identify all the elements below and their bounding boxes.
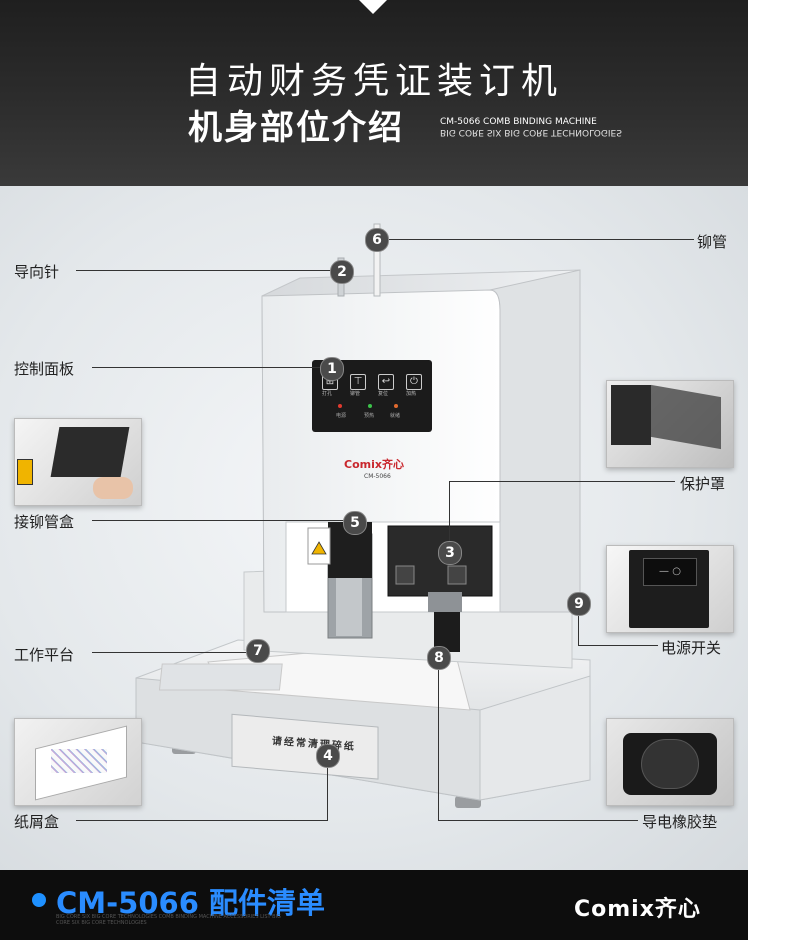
callout-3-label: 保护罩 xyxy=(680,475,726,493)
indicator-orange-light xyxy=(394,404,398,408)
footer-fine-print: BIG CORE SIX BIG CORE TECHNOLOGIES COMB … xyxy=(56,914,281,926)
leader-line-9-horizontal xyxy=(578,645,658,646)
footer-bullet-icon xyxy=(32,893,46,907)
indicator-power-label: 电源 xyxy=(336,413,347,419)
right-margin-strip xyxy=(748,0,790,940)
callout-5-badge: 5 xyxy=(343,511,367,535)
callout-3-badge: 3 xyxy=(438,541,462,565)
indicator-green-light xyxy=(368,404,372,408)
inset-rivet-box-hand xyxy=(93,477,133,499)
indicator-red-light xyxy=(338,404,342,408)
footer-brand-logo: Comix齐心 xyxy=(574,897,701,922)
callout-9-badge: 9 xyxy=(567,592,591,616)
inset-rivet-box-warning xyxy=(17,459,33,485)
leader-line-3-horizontal xyxy=(449,481,675,482)
leader-line-6 xyxy=(376,239,694,240)
leader-line-3-vertical xyxy=(449,481,450,541)
machine-brand-logo: Comix齐心 xyxy=(344,458,404,471)
callout-2-badge: 2 xyxy=(330,260,354,284)
inset-pad-disc xyxy=(641,739,699,789)
heat-icon: ⏻ xyxy=(410,376,418,387)
leader-line-7 xyxy=(92,652,250,653)
leader-line-4-horizontal xyxy=(76,820,328,821)
inset-cover-transparent xyxy=(651,384,721,450)
punch-icon: ⊞ xyxy=(325,376,335,387)
english-subtitle: CM-5066 COMB BINDING MACHINE BIG CORE SI… xyxy=(440,117,622,138)
inset-power-switch: — ○ xyxy=(606,545,734,633)
leader-line-2 xyxy=(76,270,334,271)
rivet-icon: ⊤ xyxy=(353,376,363,387)
inset-waste-confetti xyxy=(51,749,107,773)
control-panel-glass xyxy=(312,360,432,432)
inset-rubber-pad xyxy=(606,718,734,806)
inset-rivet-box-tray xyxy=(50,427,130,477)
header-notch xyxy=(359,0,387,14)
page: 自动财务凭证装订机 机身部位介绍 CM-5066 COMB BINDING MA… xyxy=(0,0,748,940)
page-subtitle: 机身部位介绍 xyxy=(188,108,404,148)
power-switch-icon: — ○ xyxy=(659,566,681,577)
inset-protection-cover xyxy=(606,380,734,468)
callout-1-label: 控制面板 xyxy=(14,360,75,378)
callout-6-badge: 6 xyxy=(365,228,389,252)
reset-button[interactable]: ↩ xyxy=(378,374,394,390)
leader-line-4-vertical xyxy=(327,766,328,820)
machine-model-label: CM-5066 xyxy=(364,473,391,480)
callout-8-label: 导电橡胶垫 xyxy=(642,813,718,831)
rivet-button[interactable]: ⊤ xyxy=(350,374,366,390)
inset-cover-dark xyxy=(611,385,651,445)
callout-4-label: 纸屑盒 xyxy=(14,813,60,831)
rivet-button-label: 铆管 xyxy=(350,391,361,397)
english-subtitle-line: CM-5066 COMB BINDING MACHINE xyxy=(440,117,597,127)
leader-line-5 xyxy=(92,520,348,521)
heat-button[interactable]: ⏻ xyxy=(406,374,422,390)
panel-indicators: 电源 预热 就绪 xyxy=(336,402,426,426)
footer-title: CM-5066 配件清单 xyxy=(56,886,325,920)
punch-button-label: 打孔 xyxy=(322,391,333,397)
callout-6-label: 铆管 xyxy=(697,233,728,251)
panel-button-row: ⊞ 打孔 ⊤ 铆管 ↩ 复位 ⏻ 加热 xyxy=(318,372,428,408)
inset-rivet-box xyxy=(14,418,142,506)
page-title: 自动财务凭证装订机 xyxy=(184,61,563,102)
leader-line-1 xyxy=(92,367,324,368)
header-banner xyxy=(0,0,748,186)
leader-line-8-vertical xyxy=(438,668,439,820)
binding-machine-illustration xyxy=(135,223,591,808)
reset-button-label: 复位 xyxy=(378,391,389,397)
footer-bar xyxy=(0,870,748,940)
indicator-preheat-label: 预热 xyxy=(364,413,375,419)
callout-2-label: 导向针 xyxy=(14,263,60,281)
rivet-tube xyxy=(373,223,381,297)
inset-waste-box xyxy=(14,718,142,806)
power-switch-rocker: — ○ xyxy=(643,558,697,586)
callout-9-label: 电源开关 xyxy=(661,639,722,657)
callout-8-badge: 8 xyxy=(427,646,451,670)
callout-7-label: 工作平台 xyxy=(14,646,75,664)
callout-1-badge: 1 xyxy=(320,357,344,381)
callout-4-badge: 4 xyxy=(316,744,340,768)
heat-button-label: 加热 xyxy=(406,391,417,397)
indicator-ready-label: 就绪 xyxy=(390,413,401,419)
callout-5-label: 接铆管盒 xyxy=(14,513,75,531)
callout-7-badge: 7 xyxy=(246,639,270,663)
leader-line-9-vertical xyxy=(578,612,579,645)
leader-line-8-horizontal xyxy=(438,820,638,821)
reset-icon: ↩ xyxy=(381,376,391,387)
